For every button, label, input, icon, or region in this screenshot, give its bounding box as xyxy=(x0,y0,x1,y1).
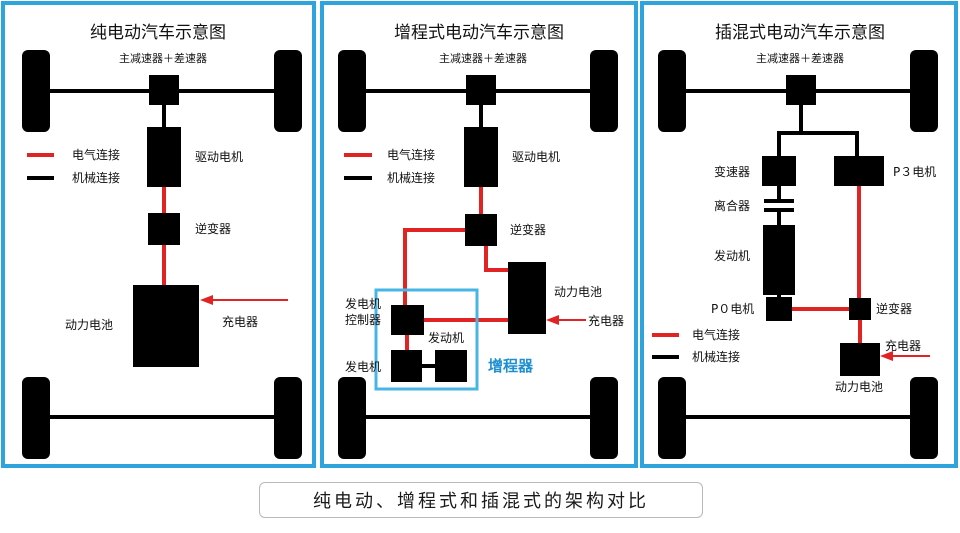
drive-motor-label: 驱动电机 xyxy=(512,150,560,164)
clutch-label: 离合器 xyxy=(714,198,750,213)
reducer-label: 主减速器＋差速器 xyxy=(756,51,844,65)
caption-box: 纯电动、增程式和插混式的架构对比 xyxy=(259,482,703,518)
generator-controller-label-line1: 发电机 xyxy=(345,296,381,311)
engine-block xyxy=(763,225,795,295)
inverter-block xyxy=(148,213,180,245)
gearbox-label: 变速器 xyxy=(714,164,750,179)
legend-mechanical-label: 机械连接 xyxy=(692,349,740,364)
electrical-link xyxy=(403,228,465,305)
charging-arrow xyxy=(200,295,213,305)
p3-motor-label: P３电机 xyxy=(893,165,936,179)
generator-block xyxy=(391,350,422,382)
charger-label: 充电器 xyxy=(588,313,624,328)
p3-motor-block xyxy=(834,156,884,186)
front-left-wheel xyxy=(22,50,50,132)
electrical-link xyxy=(484,246,510,272)
front-right-wheel xyxy=(274,50,302,132)
charging-arrow xyxy=(880,351,893,361)
p0-motor-block xyxy=(766,297,792,321)
charger-label: 充电器 xyxy=(885,338,921,353)
rear-left-wheel xyxy=(658,377,686,459)
legend-electrical-label: 电气连接 xyxy=(692,327,740,342)
drive-motor-block xyxy=(147,127,181,187)
range-extender-label: 增程器 xyxy=(488,357,534,375)
battery-block xyxy=(133,285,199,367)
rear-left-wheel xyxy=(338,377,366,459)
drive-motor-block xyxy=(464,127,498,187)
generator-label: 发电机 xyxy=(345,359,381,374)
front-right-wheel xyxy=(910,50,938,132)
generator-controller-block xyxy=(391,305,424,335)
legend-mechanical-label: 机械连接 xyxy=(387,170,435,185)
inverter-label: 逆变器 xyxy=(876,301,912,316)
generator-controller-label-line2: 控制器 xyxy=(345,313,381,327)
inverter-block xyxy=(465,214,497,246)
caption: 纯电动、增程式和插混式的架构对比 xyxy=(313,491,649,512)
battery-label: 动力电池 xyxy=(835,380,883,394)
battery-label: 动力电池 xyxy=(554,285,602,299)
inverter-block xyxy=(849,298,871,320)
rear-left-wheel xyxy=(22,377,50,459)
generator-controller-label: 发电机 控制器 xyxy=(345,296,385,327)
inverter-label: 逆变器 xyxy=(195,221,231,236)
legend-mechanical-label: 机械连接 xyxy=(72,170,120,185)
engine-label: 发动机 xyxy=(714,248,750,263)
legend-electrical-label: 电气连接 xyxy=(72,147,120,162)
rear-right-wheel xyxy=(910,377,938,459)
legend-electrical-label: 电气连接 xyxy=(387,147,435,162)
engine-label: 发动机 xyxy=(428,330,464,345)
charger-label: 充电器 xyxy=(222,314,258,329)
reducer-block xyxy=(786,75,816,105)
panel-title: 插混式电动汽车示意图 xyxy=(715,23,885,43)
rear-right-wheel xyxy=(274,377,302,459)
panel-title: 纯电动汽车示意图 xyxy=(90,23,226,43)
reducer-label: 主减速器＋差速器 xyxy=(439,51,527,65)
engine-block xyxy=(435,350,467,382)
panel-bev: 纯电动汽车示意图 主减速器＋差速器 驱动电机 逆变器 动力电池 充电器 电气连接… xyxy=(1,1,316,468)
panel-phev: 插混式电动汽车示意图 主减速器＋差速器 变速器 离合器 发动机 P０电机 P３电… xyxy=(640,1,958,468)
clutch-plate-top xyxy=(764,199,794,203)
drive-motor-label: 驱动电机 xyxy=(195,150,243,164)
rear-right-wheel xyxy=(590,377,618,459)
p0-motor-label: P０电机 xyxy=(711,302,754,316)
inverter-label: 逆变器 xyxy=(510,222,546,237)
panel-frame xyxy=(640,1,958,468)
battery-block xyxy=(508,262,546,334)
front-left-wheel xyxy=(338,50,366,132)
gearbox-block xyxy=(762,156,796,186)
reducer-block xyxy=(466,75,496,105)
charging-arrow xyxy=(546,315,559,325)
front-left-wheel xyxy=(658,50,686,132)
panel-erev: 增程式电动汽车示意图 主减速器＋差速器 驱动电机 逆变器 动力电池 充电器 发电… xyxy=(320,1,638,468)
panel-title: 增程式电动汽车示意图 xyxy=(394,23,564,43)
reducer-label: 主减速器＋差速器 xyxy=(119,51,207,65)
front-right-wheel xyxy=(590,50,618,132)
reducer-block xyxy=(149,75,179,105)
range-extender-box xyxy=(374,288,479,391)
battery-label: 动力电池 xyxy=(65,318,113,332)
battery-block xyxy=(840,343,880,376)
clutch-plate-bottom xyxy=(764,208,794,212)
